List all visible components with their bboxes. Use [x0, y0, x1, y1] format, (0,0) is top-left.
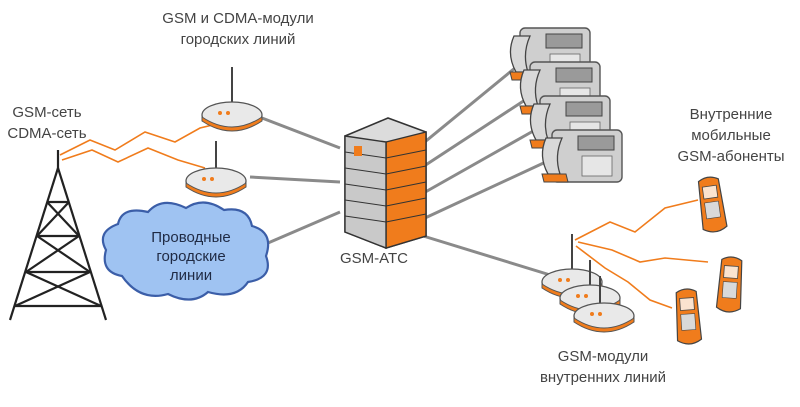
label-line: городские [156, 248, 226, 265]
link-phone-3 [419, 128, 536, 197]
label-line: GSM-абоненты [677, 148, 785, 165]
link-phone-1 [414, 66, 516, 152]
ip-phone-icon-4 [541, 129, 623, 183]
wireless-tower-module-2 [61, 147, 206, 169]
label-line: GSM и CDMA-модули [162, 10, 314, 27]
label-gsm-cdma-modules: GSM и CDMA-модули городских линий [138, 10, 338, 49]
label-gsm-network: GSM-сеть CDMA-сеть [2, 104, 92, 143]
label-line: Внутренние [689, 106, 773, 123]
gsm-module-icon-1 [201, 67, 263, 132]
link-phone-4 [424, 158, 551, 220]
mobile-phone-icon-1 [695, 175, 729, 235]
server-icon [344, 117, 427, 250]
mobile-phone-icon-3 [673, 287, 703, 346]
label-line: GSM-модули [557, 348, 649, 365]
wireless-tower-module-1 [59, 121, 226, 156]
label-line: внутренних линий [539, 369, 667, 386]
gsm-module-icon-2 [185, 141, 247, 198]
label-gsm-pbx: GSM-АТС [322, 250, 426, 268]
label-line: GSM-АТС [340, 250, 408, 267]
gsm-module-icon-3 [541, 234, 603, 299]
link-cloud [267, 210, 341, 245]
label-line: городских линий [180, 31, 296, 48]
wireless-mobile-2 [577, 241, 709, 263]
cloud-icon [101, 201, 270, 301]
label-line: линии [169, 267, 213, 284]
link-module-2 [249, 175, 341, 184]
label-line: мобильные [691, 127, 771, 144]
link-internal-modules [419, 233, 561, 280]
mobile-phone-icon-2 [715, 255, 745, 314]
gsm-module-icon-5 [573, 276, 635, 333]
label-line: GSM-сеть [12, 104, 82, 121]
label-line: CDMA-сеть [7, 125, 87, 142]
label-wired-lines: Проводные городские линии [110, 228, 272, 285]
links [249, 66, 561, 280]
label-internal-modules: GSM-модули внутренних линий [508, 348, 698, 387]
link-module-1 [261, 116, 341, 150]
label-internal-mobile: Внутренние мобильные GSM-абоненты [662, 106, 800, 166]
tower-icon [8, 150, 108, 321]
gsm-module-icon-4 [559, 260, 621, 315]
wireless-mobile-3 [575, 245, 673, 309]
label-line: Проводные [151, 229, 231, 246]
wireless-links [59, 121, 709, 309]
link-phone-2 [417, 98, 526, 172]
wireless-mobile-1 [574, 199, 699, 241]
